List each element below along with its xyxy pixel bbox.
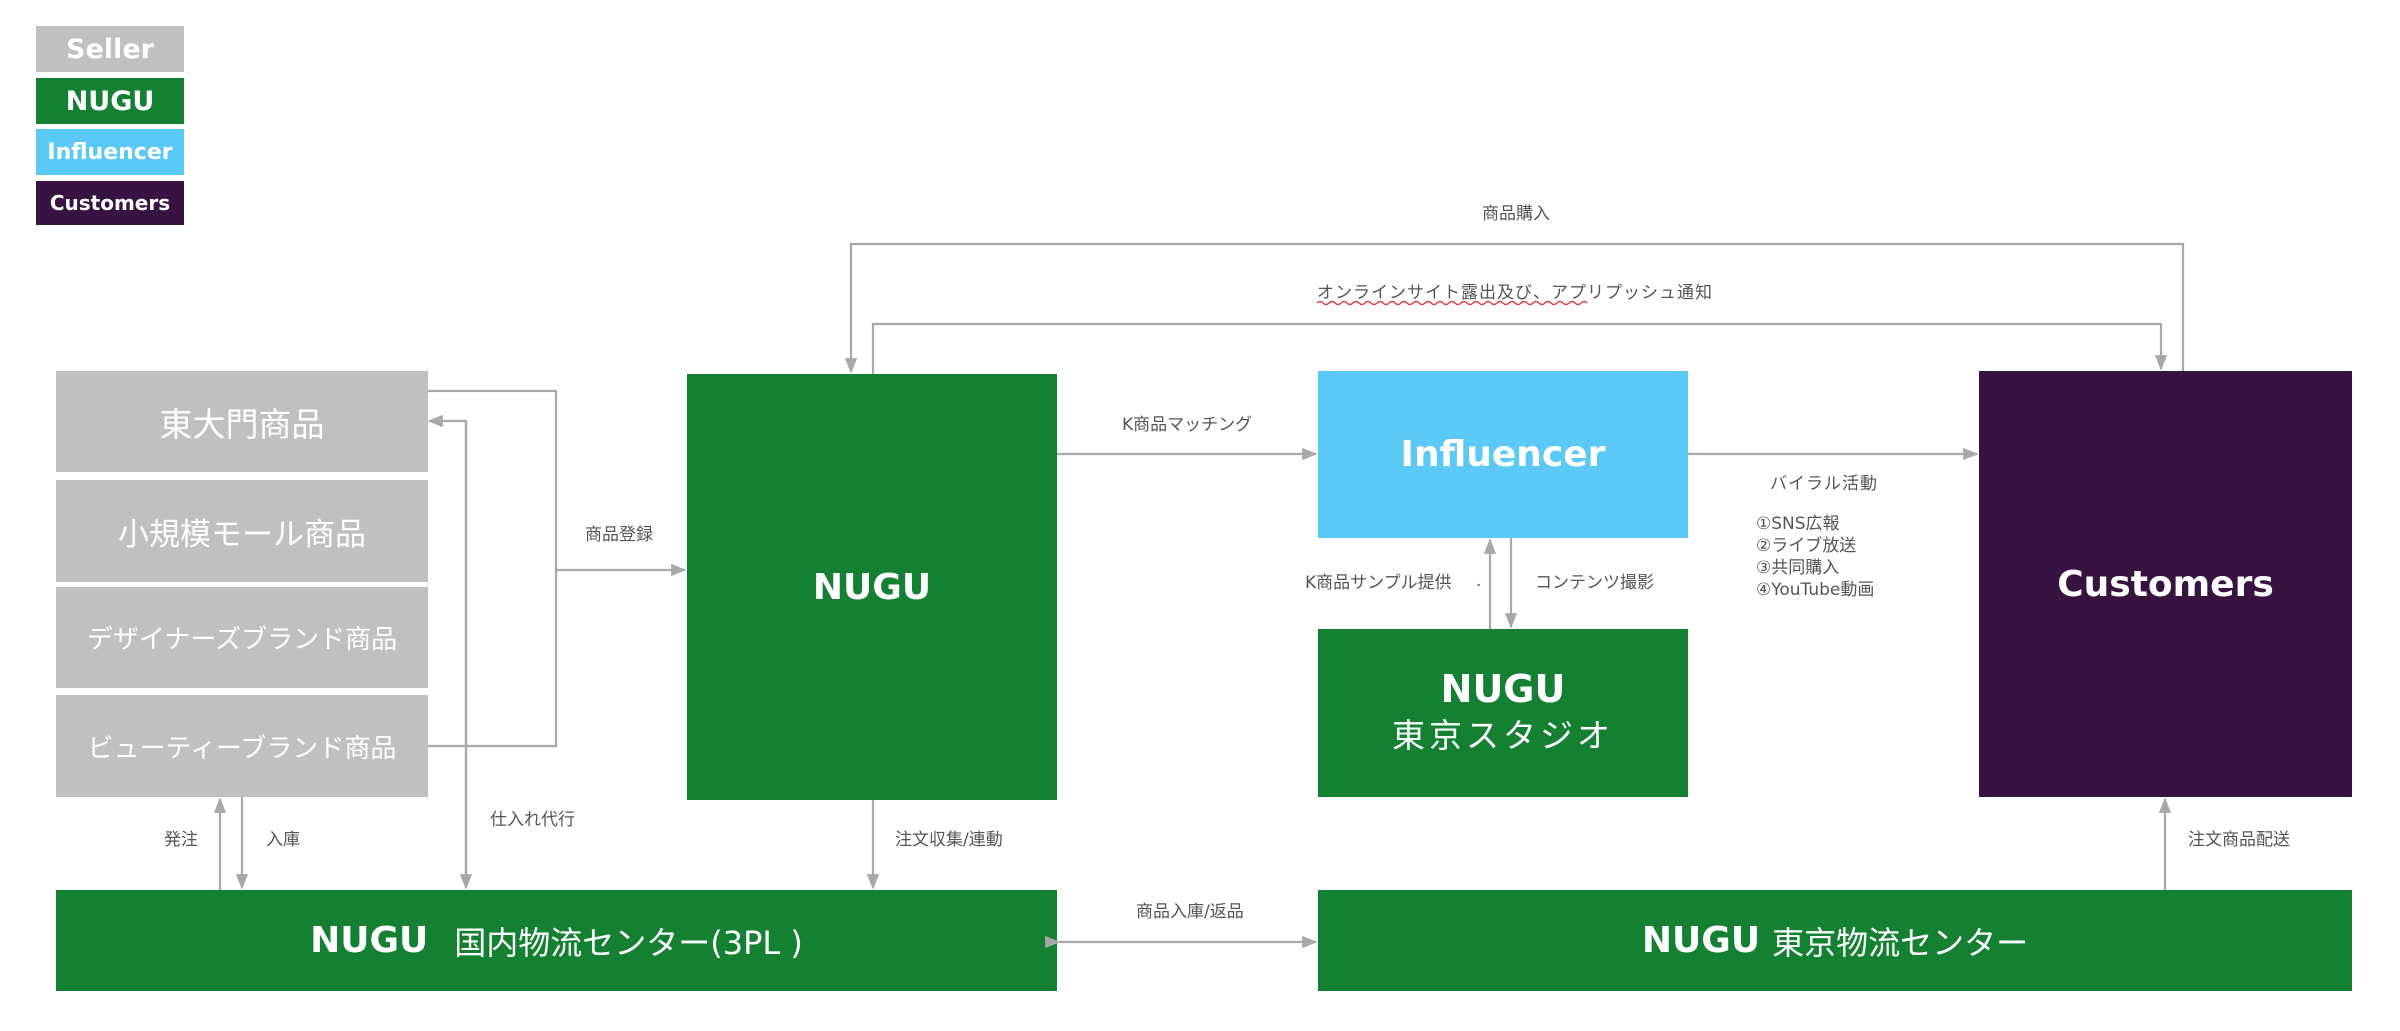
viral-label: バイラル活動 [1770,474,1878,494]
influencer-node-label: Influencer [1400,434,1606,475]
legend-influencer: Influencer [36,129,184,175]
procurement-agency-label: 仕入れ代行 [490,810,575,830]
customers-node: Customers [1979,371,2352,797]
viral-item-3: ③共同購入 [1756,558,1840,578]
domestic-logistics-brand: NUGU [310,920,429,961]
seller-box-small-mall: 小規模モール商品 [56,480,428,582]
seller-box-designer-brand: デザイナーズブランド商品 [56,587,428,688]
domestic-logistics-name: 国内物流センター(3PL ) [454,923,803,962]
customers-node-label: Customers [2057,563,2274,605]
sample-label: K商品サンプル提供 [1305,573,1452,593]
push-notification-label: オンラインサイト露出及び、アプリプッシュ通知 [1317,283,1713,303]
spellcheck-underline [1316,300,1588,306]
inbound-label: 入庫 [266,830,300,850]
studio-name-label: 東京スタジオ [1392,715,1614,755]
purchase-arrow [844,242,2185,374]
viral-item-4: ④YouTube動画 [1756,580,1875,600]
tokyo-logistics-brand: NUGU [1641,920,1761,961]
domestic-logistics-center: NUGU 国内物流センター(3PL ) [56,890,1057,991]
seller-box-beauty-brand: ビューティーブランド商品 [56,695,428,797]
influencer-node: Influencer [1318,371,1688,538]
procurement-agency-arrow [427,414,468,888]
nugu-node-label: NUGU [812,566,932,608]
delivery-label: 注文商品配送 [2188,830,2290,850]
seller-box-dongdaemun: 東大門商品 [56,371,428,472]
nugu-tokyo-studio-node: NUGU 東京スタジオ [1318,629,1688,797]
viral-item-1: ①SNS広報 [1756,514,1840,534]
tokyo-logistics-name: 東京物流センター [1772,923,2029,962]
studio-brand-label: NUGU [1440,667,1566,712]
legend-nugu: NUGU [36,78,184,124]
nugu-node: NUGU [687,374,1057,800]
viral-item-2: ②ライブ放送 [1756,536,1857,556]
tokyo-logistics-center: NUGU 東京物流センター [1318,890,2352,991]
registration-bracket [428,389,558,748]
product-registration-label: 商品登録 [585,525,653,545]
k-matching-label: K商品マッチング [1122,415,1253,435]
order-label: 発注 [164,830,198,850]
stock-return-label: 商品入庫/返品 [1136,902,1244,922]
legend-seller: Seller [36,26,184,72]
push-notification-arrow [871,322,2168,374]
legend-customers: Customers [36,181,184,225]
sample-dot: . [1476,571,1482,591]
content-shooting-label: コンテンツ撮影 [1535,573,1654,593]
purchase-label: 商品購入 [1482,204,1550,224]
order-collection-label: 注文収集/連動 [895,830,1003,850]
